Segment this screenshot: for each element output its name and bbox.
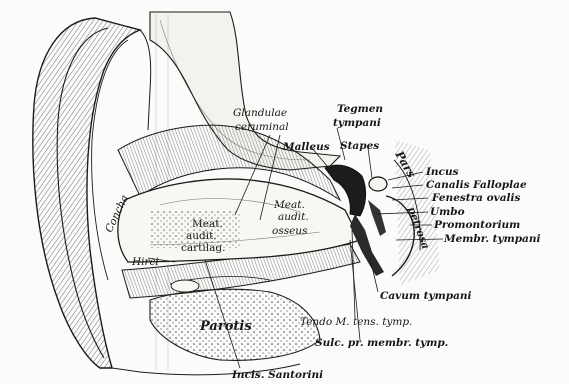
label-glandulae-2: ceruminal [235, 121, 289, 133]
label-promontorium: Promontorium [433, 219, 520, 231]
label-meat-oss-2: audit. [278, 211, 309, 223]
label-hirci: Hirci [131, 256, 159, 268]
label-tegmen-1: Tegmen [337, 103, 383, 115]
label-glandulae-1: Glandulae [233, 107, 287, 119]
label-parotis: Parotis [199, 319, 252, 334]
label-tegmen-2: tympani [333, 117, 381, 129]
label-malleus: Malleus [282, 141, 330, 153]
label-canalis: Canalis Falloplae [426, 179, 527, 191]
auricle [33, 18, 151, 368]
label-tendo: Tendo M. tens. tymp. [300, 316, 412, 328]
label-meat-cart-2: audit. [186, 230, 217, 242]
external-auditory-canal [118, 179, 360, 262]
label-stapes: Stapes [340, 140, 379, 152]
label-meat-cart-3: cartilag. [181, 242, 225, 254]
label-meat-cart-1: Meat. [192, 218, 223, 230]
label-umbo: Umbo [430, 206, 465, 218]
label-incis: Incis. Santorini [231, 369, 323, 381]
label-meat-oss-3: osseus [272, 225, 308, 237]
label-cavum: Cavum tympani [380, 290, 472, 302]
label-fenestra: Fenestra ovalis [431, 192, 521, 204]
label-membr: Membr. tympani [443, 233, 540, 245]
label-sulc: Sulc. pr. membr. tymp. [315, 337, 448, 349]
label-incus: Incus [425, 166, 459, 178]
label-meat-oss-1: Meat. [273, 199, 305, 211]
